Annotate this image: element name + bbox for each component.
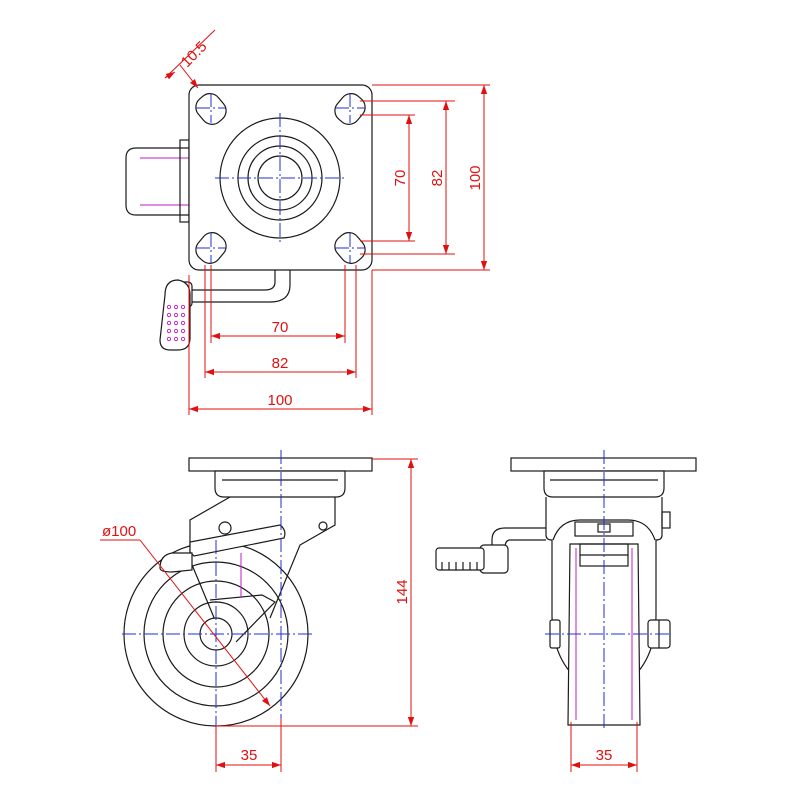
pedal-grip-dot	[180, 328, 186, 334]
dim-wheel-diameter: ø100	[102, 523, 136, 540]
side-view	[122, 450, 373, 728]
front-brake-lever	[435, 527, 546, 574]
mounting-plate	[188, 84, 373, 271]
mounting-slots	[195, 93, 366, 264]
dim-hole-spacing-h-inner: 70	[272, 319, 289, 336]
dim-plate-width: 100	[267, 392, 292, 409]
dim-offset: 35	[241, 747, 258, 764]
front-view-dimensions: 35	[570, 722, 638, 772]
dim-plate-height: 100	[467, 165, 484, 190]
dim-slot-width: 10.5	[178, 38, 211, 71]
pedal-grip-dot	[166, 328, 172, 334]
front-view	[435, 450, 697, 730]
dim-hole-spacing-v-outer: 82	[429, 170, 446, 187]
pedal-grip-dot	[173, 320, 179, 326]
top-view	[125, 84, 373, 351]
pedal-grip-dot	[173, 304, 179, 310]
side-brake-lever	[159, 524, 286, 573]
dim-hole-spacing-v-inner: 70	[392, 170, 409, 187]
side-view-dimensions: ø100 144 35	[100, 458, 418, 772]
pedal-grip-dot	[180, 320, 186, 326]
pedal-grip-dot	[180, 312, 186, 318]
dim-wheel-width: 35	[596, 747, 613, 764]
front-fork	[545, 497, 663, 673]
brake-lever	[175, 270, 291, 308]
brake-housing	[125, 139, 190, 223]
pedal-grip-dot	[180, 304, 186, 310]
dim-overall-height: 144	[394, 579, 411, 604]
pedal-grip-dot	[173, 336, 179, 342]
pedal-grip-dot	[166, 320, 172, 326]
pedal-grip-dot	[173, 312, 179, 318]
dim-hole-spacing-h-outer: 82	[272, 355, 289, 372]
side-fork	[189, 496, 336, 621]
pedal-grip-dot	[166, 304, 172, 310]
side-swivel-bearing	[214, 470, 346, 498]
pedal-grip-dot	[166, 336, 172, 342]
pedal-grip-dot	[180, 336, 186, 342]
pedal-grip-dot	[173, 328, 179, 334]
pedal-grip-dot	[166, 312, 172, 318]
brake-pedal	[159, 279, 191, 351]
